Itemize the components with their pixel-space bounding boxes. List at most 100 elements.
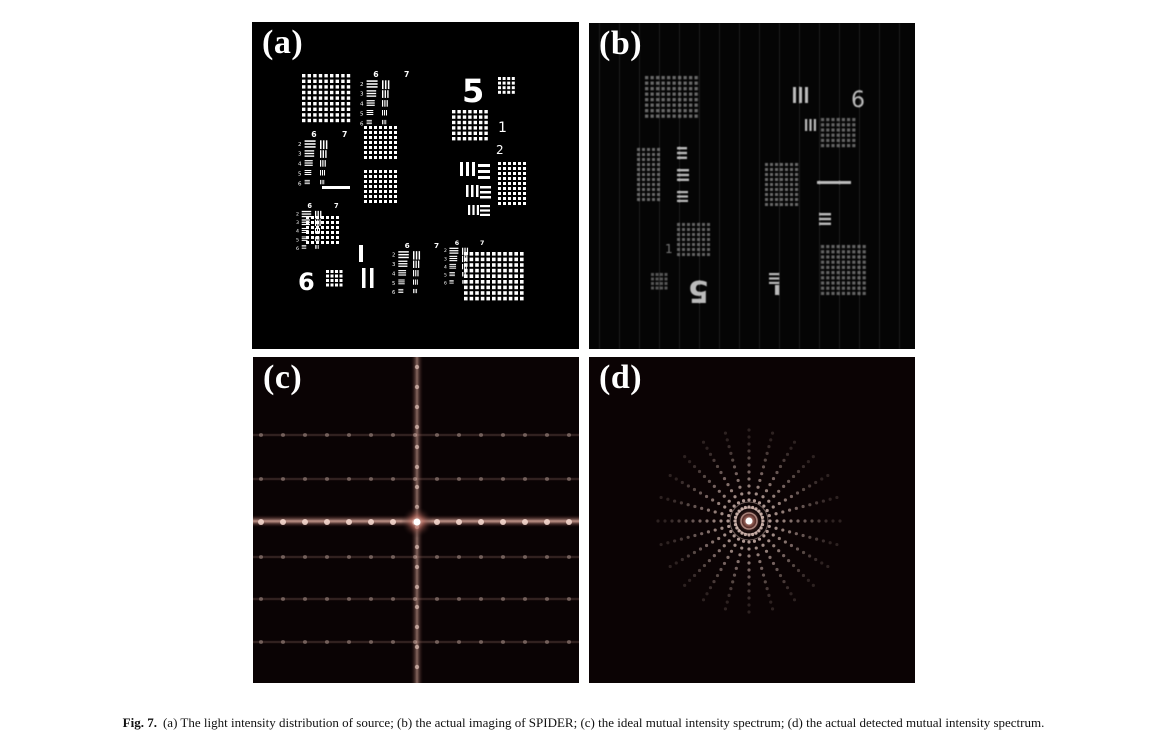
spectrum-dot	[679, 501, 683, 505]
target-digit: 7	[342, 130, 347, 139]
spectrum-dot	[702, 563, 707, 568]
spectrum-dot	[686, 554, 690, 558]
spectrum-dot	[785, 586, 790, 590]
spectrum-dot	[785, 452, 790, 456]
spectrum-dot	[259, 597, 263, 601]
target-digit: 6	[298, 181, 302, 187]
spectrum-dot	[545, 640, 549, 644]
spectrum-dot	[787, 530, 792, 534]
target-digit: 6	[298, 268, 315, 296]
spectrum-dot	[727, 445, 731, 449]
spectrum-dot	[772, 494, 776, 498]
spectrum-dot	[723, 607, 728, 611]
spectrum-dot	[435, 433, 439, 437]
target-digit: 6	[405, 241, 410, 250]
spectrum-dot	[772, 544, 776, 548]
spectrum-dot	[740, 492, 744, 496]
spectrum-dot	[414, 624, 420, 630]
spectrum-dot	[801, 464, 806, 469]
target-bar	[775, 285, 779, 295]
pattern-grid	[464, 252, 524, 301]
spectrum-dot	[768, 519, 772, 523]
bar-pattern	[398, 251, 409, 259]
spectrum-dot	[683, 583, 687, 587]
spectrum-dot	[747, 449, 751, 453]
spectrum-dot	[414, 424, 420, 430]
spectrum-dot	[789, 519, 793, 523]
target-digit: 5	[444, 273, 447, 279]
spectrum-dot	[725, 438, 729, 442]
spectrum-dot	[501, 597, 505, 601]
spectrum-dot	[783, 498, 787, 502]
spectrum-dot	[674, 477, 678, 481]
spectrum-dot	[679, 537, 683, 541]
spectrum-dot	[712, 580, 716, 584]
spectrum-dot	[325, 477, 329, 481]
bar-pattern	[382, 119, 387, 125]
spectrum-dot	[765, 508, 769, 513]
spectrum-dot	[522, 519, 528, 525]
spectrum-dot	[368, 519, 374, 525]
target-digit: 1	[665, 242, 673, 256]
spectrum-dot	[761, 573, 766, 577]
spectrum-dot	[414, 564, 420, 570]
target-digit: 2	[298, 142, 302, 148]
spectrum-dot	[369, 477, 373, 481]
bar-pattern	[320, 160, 326, 167]
spectrum-dot	[747, 498, 751, 502]
spectrum-dot	[736, 537, 741, 541]
spectrum-dot	[414, 644, 420, 650]
target-digit: 3	[444, 256, 447, 262]
pattern-grid	[821, 245, 866, 295]
spectrum-dot	[762, 504, 766, 508]
bar-pattern	[366, 90, 377, 97]
spectrum-dot	[659, 495, 663, 500]
bar-pattern	[304, 179, 310, 185]
spectrum-dot	[838, 519, 842, 523]
spectrum-dot	[727, 593, 731, 597]
spectrum-dot	[711, 540, 715, 544]
spectrum-dot	[815, 537, 819, 541]
spectrum-dot	[434, 519, 440, 525]
spectrum-dot	[769, 438, 773, 442]
spectrum-dot	[523, 555, 527, 559]
spectrum-dot	[391, 555, 395, 559]
spectrum-dot	[717, 489, 721, 493]
spectrum-dot	[711, 498, 715, 502]
spectrum-dot	[758, 478, 762, 483]
spectrum-dot	[369, 640, 373, 644]
spectrum-dot	[747, 596, 751, 600]
spectrum-dot	[545, 597, 549, 601]
spectrum-dot	[792, 598, 797, 602]
spectrum-dot	[545, 433, 549, 437]
pattern-grid	[637, 148, 660, 171]
spectrum-dot	[732, 573, 737, 577]
spectrum-dot	[414, 404, 420, 410]
spectrum-dot	[747, 456, 751, 460]
target-digit: 3	[392, 262, 395, 268]
spectrum-dot	[782, 554, 786, 558]
spectrum-dot	[259, 555, 263, 559]
spectrum-dot	[764, 549, 769, 553]
spectrum-dot	[747, 463, 751, 467]
spectrum-dot	[771, 505, 775, 509]
spectrum-dot	[712, 484, 716, 488]
spectrum-dot	[701, 598, 706, 602]
spectrum-dot	[717, 501, 721, 506]
spectrum-dot	[701, 440, 706, 444]
spectrum-dot	[738, 485, 742, 489]
spectrum-dot	[702, 474, 707, 479]
spectrum-dot	[722, 561, 727, 566]
spectrum-dot	[325, 640, 329, 644]
spectrum-dot	[259, 433, 263, 437]
target-bar	[817, 181, 851, 184]
bar-pattern	[366, 100, 375, 106]
spectrum-dot	[808, 554, 812, 558]
spectrum-dot	[791, 474, 796, 479]
pattern-grid	[306, 216, 339, 244]
spectrum-dot	[281, 433, 285, 437]
spectrum-dot	[764, 489, 769, 493]
bar-pattern	[805, 119, 816, 131]
spectrum-dot	[720, 512, 724, 516]
